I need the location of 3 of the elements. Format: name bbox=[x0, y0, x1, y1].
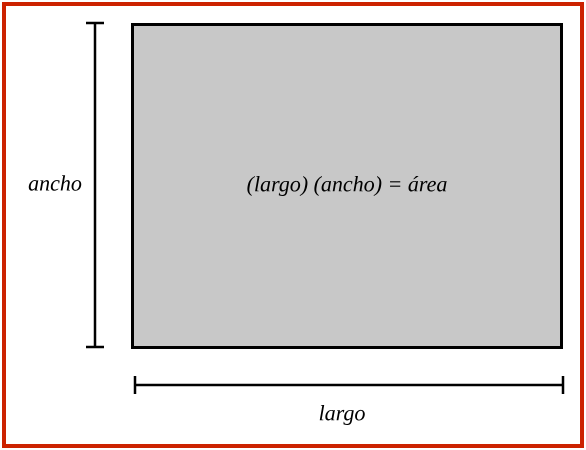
dimension-label: ancho bbox=[28, 175, 82, 191]
area-rectangle: (largo) (ancho) = área bbox=[131, 23, 563, 349]
dimension-label: largo bbox=[320, 405, 365, 425]
